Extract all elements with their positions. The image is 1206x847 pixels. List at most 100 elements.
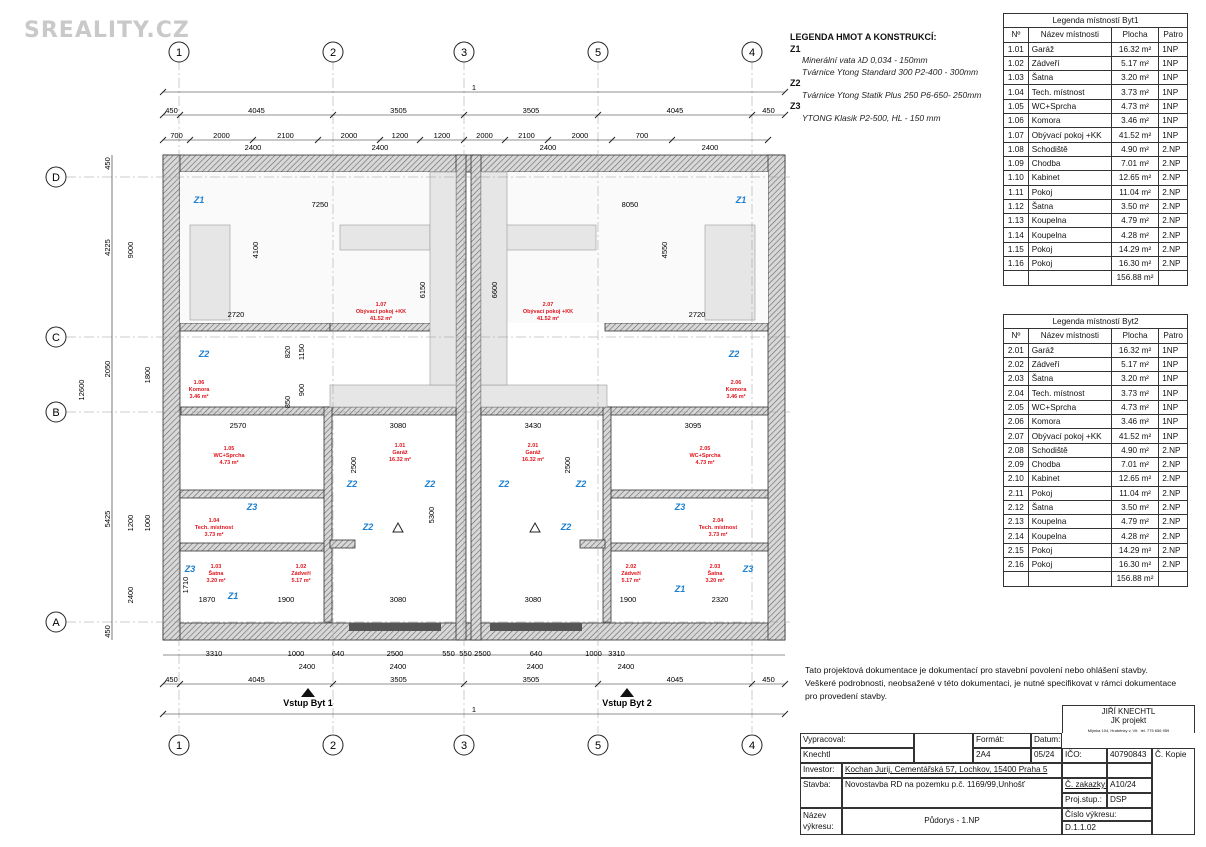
table-cell: 1.06 bbox=[1003, 113, 1029, 129]
dimension-tick bbox=[544, 136, 552, 144]
dimension-tick bbox=[781, 710, 789, 718]
dimension-text: 2050 bbox=[103, 361, 112, 378]
table-cell: 2.NP bbox=[1158, 485, 1188, 501]
room-area: 41.52 m² bbox=[370, 315, 392, 322]
table-cell: 2.03 bbox=[1003, 371, 1029, 387]
dimension-text: 2320 bbox=[712, 595, 729, 604]
column-header: Patro bbox=[1158, 27, 1188, 43]
note-line: Tato projektová dokumentace je dokumenta… bbox=[805, 665, 1148, 675]
table-cell: 3.20 m² bbox=[1110, 371, 1160, 387]
wall-tag: Z3 bbox=[742, 564, 754, 574]
table-cell: 1.12 bbox=[1003, 198, 1029, 215]
garage-symbol-icon bbox=[392, 521, 404, 533]
dimension-text: 2500 bbox=[474, 649, 491, 658]
dimension-text: 3310 bbox=[608, 649, 625, 658]
room-name: Obývací pokoj +KK bbox=[523, 309, 573, 315]
table-cell: Schodiště bbox=[1027, 141, 1112, 157]
dimension-text: 640 bbox=[530, 649, 543, 658]
dimension-text: 3505 bbox=[523, 106, 540, 115]
table-cell: 1.14 bbox=[1003, 227, 1029, 243]
dimension-text: 4045 bbox=[248, 106, 265, 115]
table-cell: 2.NP bbox=[1158, 442, 1188, 458]
room-no: 2.03 bbox=[710, 564, 721, 570]
copy-label: Č. Kopie bbox=[1152, 748, 1195, 835]
table-cell: 1NP bbox=[1158, 399, 1188, 416]
room-name: Obývací pokoj +KK bbox=[356, 309, 406, 315]
dimension-text: 900 bbox=[297, 384, 306, 397]
furniture bbox=[429, 171, 457, 386]
dimension-text: 2400 bbox=[618, 662, 635, 671]
wall-tag: Z2 bbox=[575, 479, 587, 489]
walls bbox=[162, 154, 786, 641]
room-no: 1.01 bbox=[395, 443, 406, 449]
table-cell: 16.32 m² bbox=[1110, 342, 1160, 358]
column-header: Nº bbox=[1003, 328, 1029, 344]
legend-item: Tvárnice Ytong Standard 300 P2-400 - 300… bbox=[802, 66, 979, 77]
dimension-text: 2400 bbox=[527, 662, 544, 671]
wall bbox=[329, 539, 356, 549]
wall bbox=[179, 322, 331, 332]
dimension-text: 1 bbox=[472, 705, 476, 714]
dimension-tick bbox=[329, 680, 337, 688]
dimension-text: 2400 bbox=[390, 662, 407, 671]
format-label: Formát: bbox=[973, 733, 1031, 748]
table-cell: 12.65 m² bbox=[1110, 170, 1160, 186]
dimension-tick bbox=[176, 111, 184, 119]
room-name: Komora bbox=[189, 387, 211, 393]
furniture bbox=[480, 384, 608, 408]
room-name: Zádveří bbox=[621, 571, 641, 577]
dimension-text: 5425 bbox=[103, 511, 112, 528]
dimension-tick bbox=[176, 680, 184, 688]
dimension-text: 1000 bbox=[288, 649, 305, 658]
dimension-text: 1200 bbox=[392, 131, 409, 140]
table-cell: 3.20 m² bbox=[1110, 70, 1160, 86]
dimension-text: 850 bbox=[283, 396, 292, 409]
table-cell: 2.15 bbox=[1003, 542, 1029, 559]
garage-door bbox=[349, 623, 441, 631]
wall bbox=[162, 154, 181, 641]
dimension-tick bbox=[159, 680, 167, 688]
table-cell: 2.12 bbox=[1003, 499, 1029, 516]
building-value: Novostavba RD na pozemku p.č. 1169/99,Un… bbox=[842, 778, 1062, 808]
table-title: Legenda místností Byt2 bbox=[1003, 313, 1188, 330]
dimension-text: 3080 bbox=[525, 595, 542, 604]
table-cell: 1.16 bbox=[1003, 256, 1029, 272]
table-cell: Tech. místnost bbox=[1027, 84, 1112, 100]
dimension-text: 640 bbox=[332, 649, 345, 658]
table-cell: 1NP bbox=[1158, 113, 1188, 129]
table-cell: 3.46 m² bbox=[1110, 113, 1160, 129]
table-cell: Pokoj bbox=[1027, 241, 1112, 258]
table-cell bbox=[1027, 270, 1112, 286]
dimension-text: 700 bbox=[636, 131, 649, 140]
blank-cell bbox=[914, 733, 973, 763]
company-address: Mlýnka 104, Hraběnky v. Vlt. bbox=[1087, 728, 1139, 733]
axis-label: 1 bbox=[176, 47, 182, 59]
dimension-tick bbox=[748, 111, 756, 119]
room-no: 2.06 bbox=[731, 380, 742, 386]
table-cell: 2.16 bbox=[1003, 557, 1029, 573]
entrance-arrow-icon bbox=[301, 688, 315, 697]
wall bbox=[767, 154, 786, 641]
table-cell: 2.NP bbox=[1158, 456, 1188, 473]
table-cell: 2.02 bbox=[1003, 356, 1029, 373]
room-no: 1.02 bbox=[296, 564, 307, 570]
room-name: Zádveří bbox=[291, 571, 311, 577]
axis-label: 1 bbox=[176, 740, 182, 752]
table-cell: 2.07 bbox=[1003, 428, 1029, 444]
axis-label: A bbox=[52, 617, 60, 629]
table-cell: 14.29 m² bbox=[1110, 542, 1160, 559]
table-cell bbox=[1158, 571, 1188, 587]
dimension-text: 3080 bbox=[390, 421, 407, 430]
table-title: Legenda místností Byt1 bbox=[1003, 12, 1188, 29]
dimension-text: 1000 bbox=[143, 515, 152, 532]
dimension-text: 2500 bbox=[563, 457, 572, 474]
dimension-text: 9000 bbox=[126, 242, 135, 259]
wall-tag: Z3 bbox=[184, 564, 196, 574]
dimension-text: 1200 bbox=[434, 131, 451, 140]
column-header: Název místnosti bbox=[1027, 328, 1112, 344]
dimension-text: 8050 bbox=[622, 200, 639, 209]
